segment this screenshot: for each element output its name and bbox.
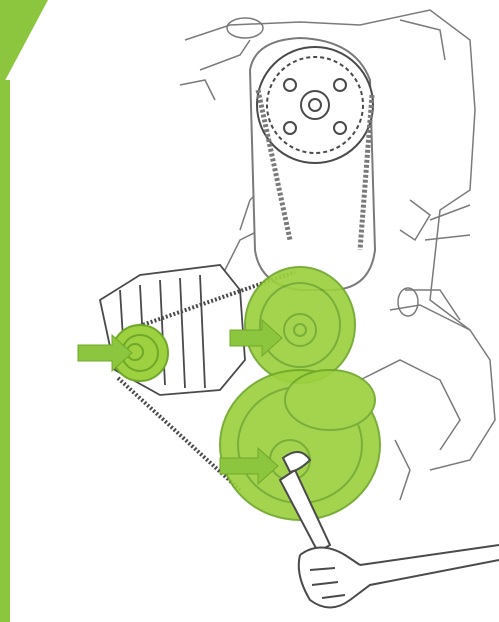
- arrow-to-water-pump-pulley: [229, 318, 283, 358]
- arrow-to-crankshaft-pulley: [219, 446, 279, 486]
- engine-block: [179, 9, 496, 501]
- wrench: [278, 451, 332, 554]
- green-vertical-stripe: [0, 80, 10, 622]
- hand: [297, 544, 499, 609]
- camshaft-sprocket: [256, 46, 374, 164]
- drive-belt: [116, 270, 296, 492]
- water-pump-pulley: [244, 266, 356, 384]
- arrow-to-alternator-pulley: [77, 333, 133, 373]
- alternator-pulley: [111, 324, 169, 382]
- green-corner-triangle: [0, 0, 48, 90]
- timing-belt: [255, 89, 375, 251]
